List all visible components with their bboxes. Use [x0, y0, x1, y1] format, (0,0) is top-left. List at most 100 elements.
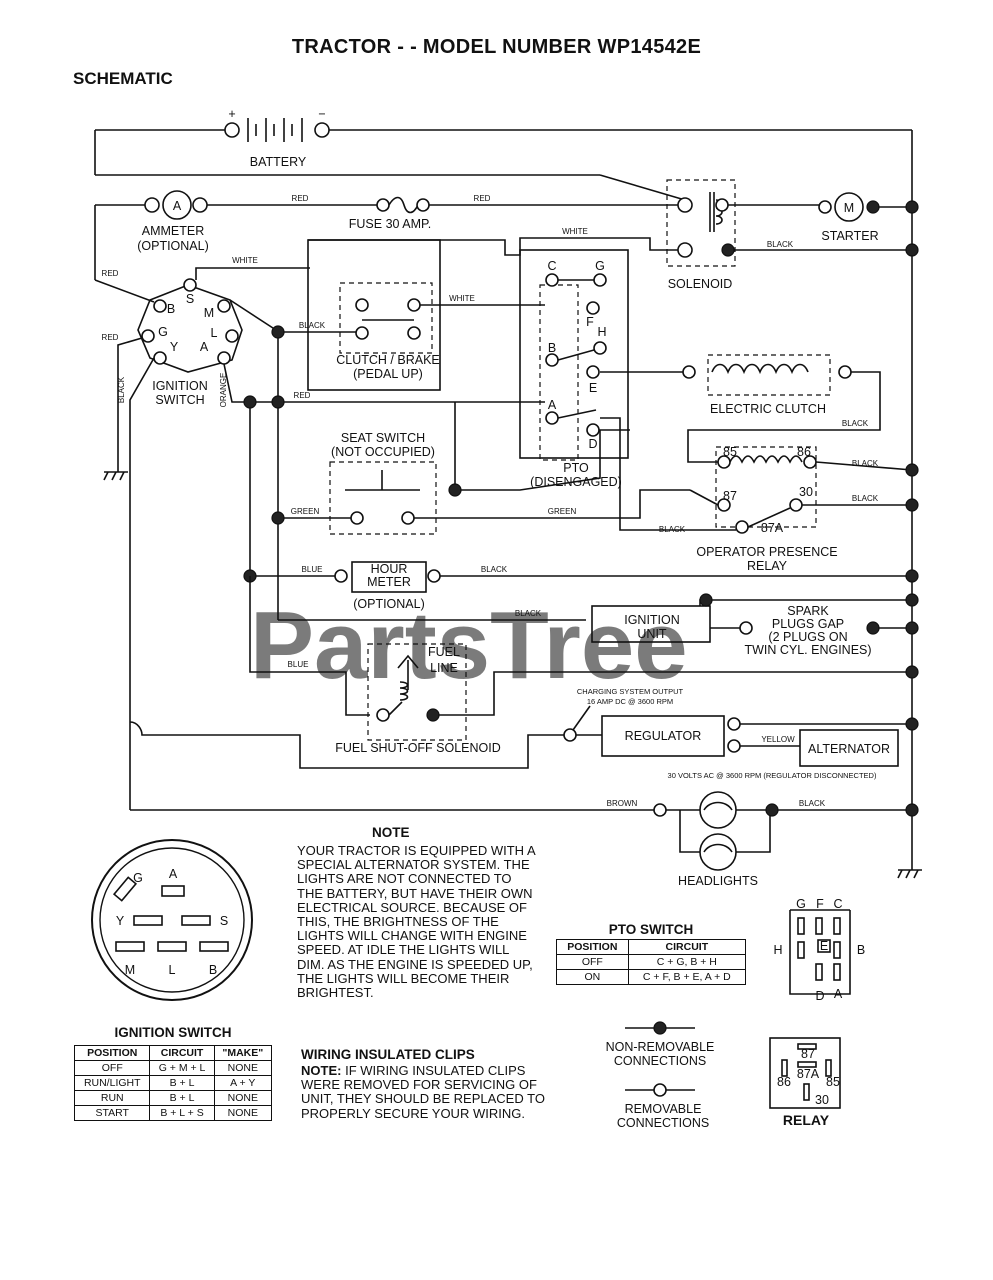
wire-label-black: BLACK: [799, 799, 826, 808]
ign-terminal-l: L: [211, 326, 218, 340]
note-heading: NOTE: [372, 825, 410, 840]
alternator-label: ALTERNATOR: [808, 742, 890, 756]
ignition-switch: B S M G L Y A IGNITION SWITCH: [137, 278, 243, 407]
clutch-brake-switch: CLUTCH / BRAKE (PEDAL UP): [307, 239, 441, 391]
wire-label-black: BLACK: [852, 459, 879, 468]
solenoid: SOLENOID: [666, 179, 736, 291]
wire-label-green: GREEN: [548, 507, 577, 516]
ign-face-y: Y: [116, 914, 125, 928]
ignition-unit-label-1: IGNITION: [624, 613, 680, 627]
spark-label-1: SPARK: [787, 604, 829, 618]
electric-clutch-label: ELECTRIC CLUTCH: [710, 402, 826, 416]
pto-terminal-h: H: [597, 325, 606, 339]
wire-label-black: BLACK: [842, 419, 869, 428]
ign-face-m: M: [125, 963, 135, 977]
relay-terminal-30: 30: [799, 485, 813, 499]
battery-minus-label: −: [318, 107, 325, 121]
fuse: FUSE 30 AMP.: [349, 196, 431, 231]
pto-terminal-f: F: [586, 315, 594, 329]
spark-label-3: (2 PLUGS ON: [768, 630, 847, 644]
ignition-table-caption: IGNITION SWITCH: [114, 1025, 232, 1040]
pto-switch-table: POSITION CIRCUIT OFF C + G, B + H ON C +…: [556, 939, 747, 985]
fuel-shutoff-solenoid: FUEL LINE FUEL SHUT-OFF SOLENOID: [335, 643, 501, 755]
ign-face-g: G: [133, 871, 143, 885]
pto-face-c: C: [833, 897, 842, 911]
seat-switch-label-2: (NOT OCCUPIED): [331, 445, 435, 459]
pto-switch-face: G F C H E B D A: [773, 897, 865, 1003]
wire-label-red: RED: [102, 269, 119, 278]
hour-meter-label-1: HOUR: [371, 562, 408, 576]
pto-terminal-d: D: [588, 437, 597, 451]
headlights-label: HEADLIGHTS: [678, 874, 758, 888]
table-cell: OFF: [73, 1060, 151, 1076]
wire-label-black: BLACK: [659, 525, 686, 534]
seat-switch-label-1: SEAT SWITCH: [341, 431, 425, 445]
wire-label-white: WHITE: [449, 294, 475, 303]
pto-face-d: D: [815, 989, 824, 1003]
solenoid-label: SOLENOID: [668, 277, 733, 291]
ignition-switch-label-2: SWITCH: [155, 393, 204, 407]
ignition-switch-face: G A Y S M L B: [91, 839, 253, 1001]
ign-terminal-a: A: [200, 340, 209, 354]
relay-terminal-86: 86: [797, 445, 811, 459]
wire-label-black: BLACK: [481, 565, 508, 574]
operator-presence-relay: 85 86 87 30 87A OPERATOR PRESENCE RELAY: [696, 445, 837, 573]
wire-label-brown: BROWN: [607, 799, 638, 808]
legend-removable-label-2: CONNECTIONS: [617, 1116, 709, 1130]
table-row: RUN B + L NONE: [73, 1090, 273, 1106]
fuse-label: FUSE 30 AMP.: [349, 217, 431, 231]
wire-label-white: WHITE: [562, 227, 588, 236]
regulator-label: REGULATOR: [625, 729, 702, 743]
charging-label-1: CHARGING SYSTEM OUTPUT: [577, 687, 684, 696]
wire-label-white: WHITE: [232, 256, 258, 265]
hour-meter: HOUR METER (OPTIONAL): [334, 561, 441, 611]
alternator: ALTERNATOR: [799, 729, 899, 767]
ign-face-b: B: [209, 963, 217, 977]
ignition-table-header: "MAKE": [213, 1045, 273, 1061]
relay-face-87a: 87A: [797, 1067, 820, 1081]
relay-terminal-85: 85: [723, 445, 737, 459]
ignition-table-header: CIRCUIT: [149, 1045, 215, 1061]
clutch-brake-label-1: CLUTCH / BRAKE: [336, 353, 440, 367]
starter-symbol: M: [844, 201, 854, 215]
spark-plug: SPARK PLUGS GAP (2 PLUGS ON TWIN CYL. EN…: [739, 604, 880, 657]
pto-switch: C G F H B E A D PTO (DISENGAGED): [519, 249, 629, 489]
relay-face-30: 30: [815, 1093, 829, 1107]
headlights: HEADLIGHTS: [678, 791, 758, 888]
fuel-line-label-1: FUEL: [428, 645, 460, 659]
clips-note-label: NOTE:: [301, 1063, 342, 1078]
ground-symbol-left: [103, 440, 128, 481]
pto-terminal-c: C: [547, 259, 556, 273]
starter: M STARTER: [818, 192, 880, 243]
table-row: ON C + F, B + E, A + D: [556, 969, 747, 985]
table-cell: ON: [556, 969, 629, 985]
ign-face-l: L: [169, 963, 176, 977]
fuel-line-label-2: LINE: [430, 661, 458, 675]
ign-terminal-s: S: [186, 292, 194, 306]
legend-removable-label-1: REMOVABLE: [625, 1102, 702, 1116]
section-title: SCHEMATIC: [73, 69, 173, 88]
ignition-table-header: POSITION: [73, 1045, 151, 1061]
pto-label-1: PTO: [563, 461, 589, 475]
battery-label: BATTERY: [250, 155, 307, 169]
ign-terminal-g: G: [158, 325, 168, 339]
seat-switch: SEAT SWITCH (NOT OCCUPIED): [329, 431, 437, 535]
wire-label-green: GREEN: [291, 507, 320, 516]
wire-label-black: BLACK: [117, 376, 126, 403]
regulator: REGULATOR: [601, 715, 741, 757]
relay-face: 87 86 87A 85 30 RELAY: [769, 1037, 841, 1128]
pto-terminal-a: A: [548, 398, 557, 412]
pto-table-header: POSITION: [556, 939, 629, 955]
relay-face-85: 85: [826, 1075, 840, 1089]
relay-face-86: 86: [777, 1075, 791, 1089]
ammeter: A AMMETER (OPTIONAL): [94, 190, 209, 280]
table-cell: C + F, B + E, A + D: [627, 969, 747, 985]
hour-meter-optional: (OPTIONAL): [353, 597, 425, 611]
ign-terminal-y: Y: [170, 340, 179, 354]
wire-label-black: BLACK: [515, 609, 542, 618]
ign-terminal-b: B: [167, 302, 175, 316]
wire-label-red: RED: [292, 194, 309, 203]
legend-non-removable: NON-REMOVABLE CONNECTIONS: [606, 1021, 714, 1068]
table-cell: NONE: [213, 1105, 273, 1121]
